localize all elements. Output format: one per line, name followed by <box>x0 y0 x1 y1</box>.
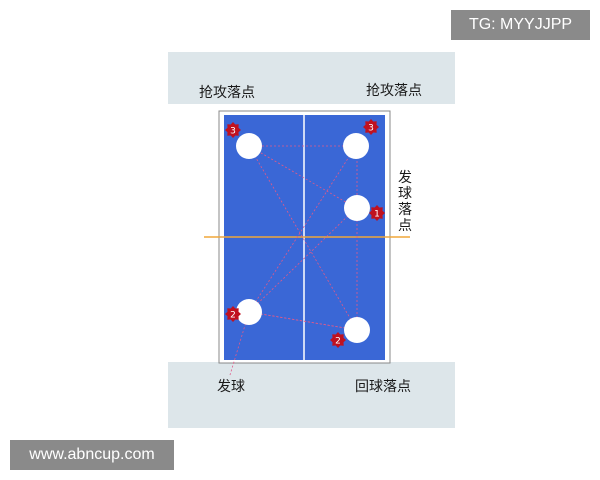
marker-gear <box>225 122 241 138</box>
marker-3-right: 3 <box>363 119 379 135</box>
watermark-bottom: www.abncup.com <box>10 440 174 470</box>
landing-spot <box>236 133 262 159</box>
attack-landing-label-right: 抢攻落点 <box>366 83 422 99</box>
trajectory <box>248 207 357 313</box>
marker-2-left: 2 <box>225 306 241 322</box>
watermark-top: TG: MYYJJPP <box>451 10 590 40</box>
landing-spots <box>236 133 370 343</box>
landing-spot <box>236 299 262 325</box>
trajectory <box>248 145 357 313</box>
serve-landing-label: 发球落点 <box>398 170 412 234</box>
landing-spot <box>344 317 370 343</box>
trajectory <box>229 311 250 376</box>
trajectory <box>248 145 357 209</box>
marker-gear <box>225 306 241 322</box>
markers: 1 2 3 2 3 <box>225 119 385 348</box>
landing-spot <box>343 133 369 159</box>
marker-gear <box>369 205 385 221</box>
marker-number: 2 <box>335 337 341 347</box>
bottom-area <box>168 362 455 428</box>
marker-2-right: 2 <box>330 332 346 348</box>
landing-spot <box>344 195 370 221</box>
marker-number: 3 <box>230 127 236 137</box>
marker-gear <box>363 119 379 135</box>
marker-number: 1 <box>374 210 380 220</box>
top-area <box>168 52 455 104</box>
attack-landing-label-left: 抢攻落点 <box>199 85 255 101</box>
marker-number: 3 <box>368 124 374 134</box>
marker-1: 1 <box>369 205 385 221</box>
marker-number: 2 <box>230 311 236 321</box>
serve-label: 发球 <box>217 379 245 395</box>
return-landing-label: 回球落点 <box>355 379 411 395</box>
trajectory <box>248 145 358 331</box>
marker-gear <box>330 332 346 348</box>
marker-3-left: 3 <box>225 122 241 138</box>
trajectories <box>229 145 358 376</box>
